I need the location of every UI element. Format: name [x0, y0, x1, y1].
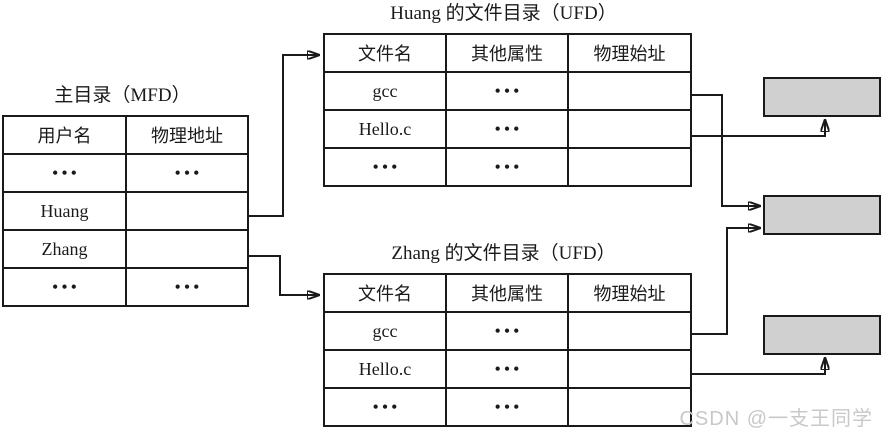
- ufd-zhang-cell-helloc-address: [567, 349, 692, 389]
- mfd-cell-ellipsis: •••: [125, 153, 249, 193]
- ufd-zhang-table: 文件名 其他属性 物理始址 gcc ••• Hello.c ••• ••• ••…: [323, 273, 692, 427]
- ufd-huang-cell-ellipsis: •••: [445, 147, 569, 187]
- disk-block-bottom: [763, 315, 881, 355]
- table-row: Zhang: [2, 229, 249, 269]
- mfd-title: 主目录（MFD）: [54, 85, 191, 106]
- ufd-huang-header-start-address: 物理始址: [567, 33, 692, 73]
- ufd-huang-cell-ellipsis: •••: [445, 71, 569, 111]
- ufd-zhang-cell-gcc: gcc: [323, 311, 447, 351]
- table-row: ••• •••: [323, 147, 692, 187]
- ufd-huang-cell-ellipsis: •••: [445, 109, 569, 149]
- ufd-zhang-cell-gcc-address: [567, 311, 692, 351]
- table-row: Hello.c •••: [323, 349, 692, 389]
- table-header-row: 文件名 其他属性 物理始址: [323, 33, 692, 73]
- table-header-row: 文件名 其他属性 物理始址: [323, 273, 692, 313]
- ufd-huang-cell-gcc-address: [567, 71, 692, 111]
- ufd-zhang-cell-helloc: Hello.c: [323, 349, 447, 389]
- ufd-zhang-header-start-address: 物理始址: [567, 273, 692, 313]
- table-row: ••• •••: [323, 387, 692, 427]
- mfd-cell-user-zhang: Zhang: [2, 229, 127, 269]
- ufd-huang-title: Huang 的文件目录（UFD）: [390, 3, 617, 24]
- ufd-zhang-header-attributes: 其他属性: [445, 273, 569, 313]
- ufd-huang-header-filename: 文件名: [323, 33, 447, 73]
- mfd-header-physical-address: 物理地址: [125, 115, 249, 155]
- disk-block-middle: [763, 195, 881, 235]
- table-row: ••• •••: [2, 153, 249, 193]
- table-row: Hello.c •••: [323, 109, 692, 149]
- ufd-zhang-cell-ellipsis: •••: [323, 387, 447, 427]
- ufd-huang-cell-gcc: gcc: [323, 71, 447, 111]
- ufd-zhang-cell-ellipsis: •••: [445, 311, 569, 351]
- ufd-zhang-cell-ellipsis: •••: [445, 387, 569, 427]
- table-row: ••• •••: [2, 267, 249, 307]
- ufd-huang-cell-empty: [567, 147, 692, 187]
- ufd-zhang-title: Zhang 的文件目录（UFD）: [391, 243, 616, 264]
- mfd-cell-huang-address: [125, 191, 249, 231]
- ufd-zhang-cell-ellipsis: •••: [445, 349, 569, 389]
- ufd-huang-cell-helloc: Hello.c: [323, 109, 447, 149]
- mfd-table: 用户名 物理地址 ••• ••• Huang Zhang ••• •••: [2, 115, 249, 307]
- csdn-watermark: CSDN @一支王同学: [679, 408, 873, 430]
- ufd-zhang-cell-empty: [567, 387, 692, 427]
- table-row: gcc •••: [323, 71, 692, 111]
- mfd-cell-user-huang: Huang: [2, 191, 127, 231]
- table-header-row: 用户名 物理地址: [2, 115, 249, 155]
- mfd-cell-ellipsis: •••: [2, 153, 127, 193]
- ufd-huang-table: 文件名 其他属性 物理始址 gcc ••• Hello.c ••• ••• ••…: [323, 33, 692, 187]
- ufd-huang-header-attributes: 其他属性: [445, 33, 569, 73]
- mfd-cell-ellipsis: •••: [125, 267, 249, 307]
- mfd-cell-zhang-address: [125, 229, 249, 269]
- mfd-cell-ellipsis: •••: [2, 267, 127, 307]
- ufd-zhang-header-filename: 文件名: [323, 273, 447, 313]
- ufd-huang-cell-helloc-address: [567, 109, 692, 149]
- table-row: Huang: [2, 191, 249, 231]
- disk-block-top: [763, 77, 881, 117]
- table-row: gcc •••: [323, 311, 692, 351]
- mfd-header-username: 用户名: [2, 115, 127, 155]
- ufd-huang-cell-ellipsis: •••: [323, 147, 447, 187]
